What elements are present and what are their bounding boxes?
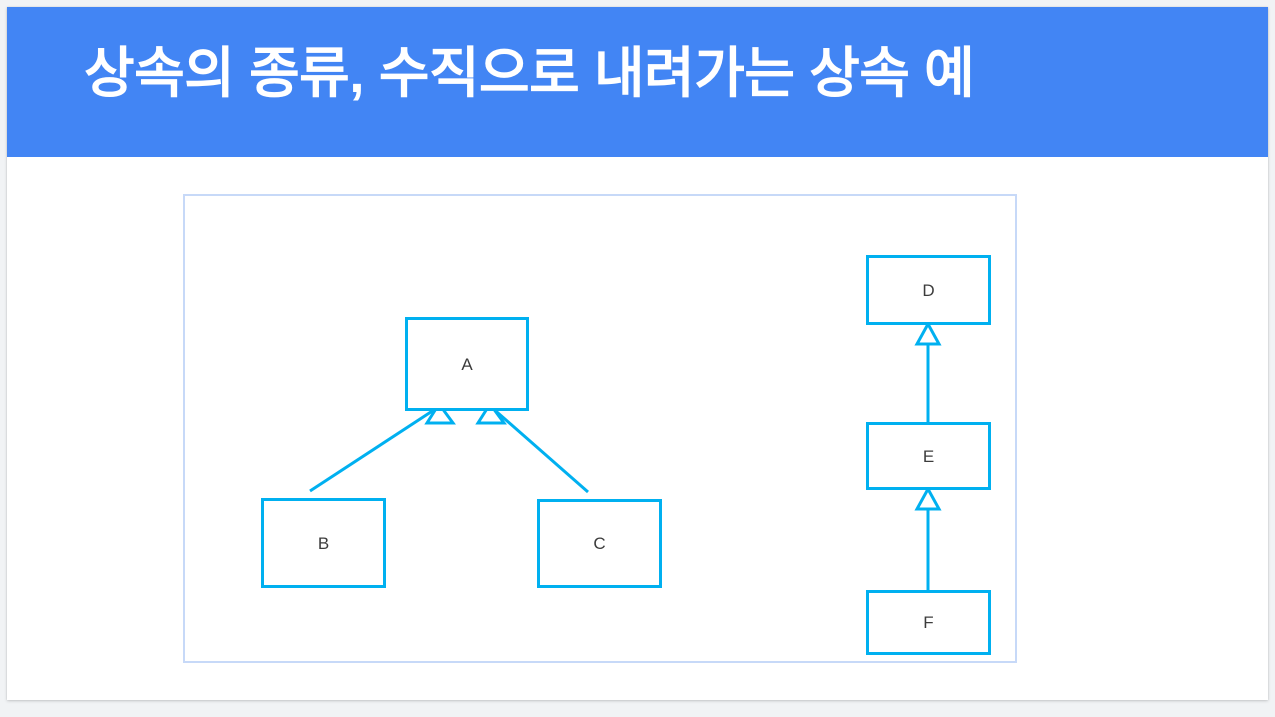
node-b-label: B: [317, 533, 330, 553]
node-b[interactable]: B: [261, 498, 386, 588]
node-f[interactable]: F: [866, 590, 991, 655]
node-e-label: E: [922, 446, 935, 466]
node-e[interactable]: E: [866, 422, 991, 490]
title-banner: 상속의 종류, 수직으로 내려가는 상속 예: [7, 7, 1268, 157]
node-f-label: F: [923, 613, 934, 632]
node-a-label: A: [461, 354, 473, 374]
node-d-label: D: [922, 280, 935, 300]
node-d[interactable]: D: [866, 255, 991, 325]
page-title: 상속의 종류, 수직으로 내려가는 상속 예: [84, 42, 975, 104]
node-a[interactable]: A: [405, 317, 529, 411]
slide-canvas: 상속의 종류, 수직으로 내려가는 상속 예 A B C D E F: [7, 7, 1268, 700]
diagram-frame: [183, 194, 1017, 663]
node-c[interactable]: C: [537, 499, 662, 588]
node-c-label: C: [593, 534, 606, 553]
